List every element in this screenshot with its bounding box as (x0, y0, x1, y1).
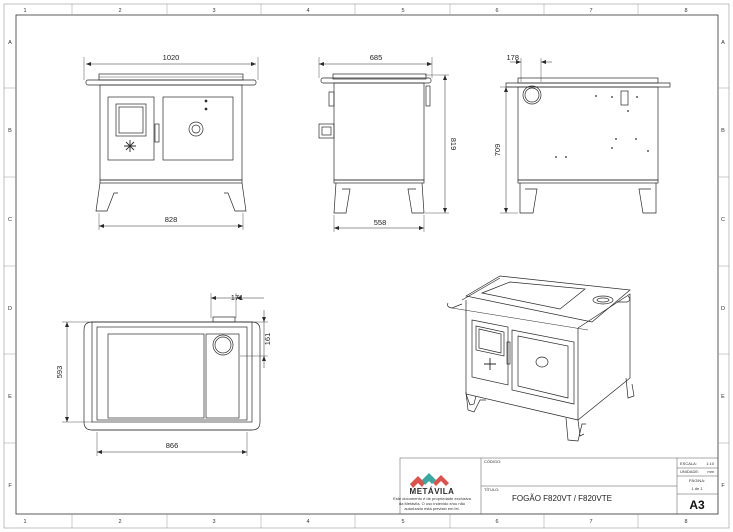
fixing-point (555, 156, 557, 158)
dim-top-width: 866 (166, 441, 179, 450)
col-label: 3 (212, 8, 215, 14)
fixing-point (647, 150, 649, 152)
drawing-title: FOGÃO F820VT / F820VTE (512, 494, 612, 503)
unidade-label: UNIDADE: (680, 469, 699, 474)
outer-frame (3, 3, 730, 529)
disclaimer-line: autorizado está previsto em lei. (404, 506, 459, 511)
codigo-label: CÓDIGO: (484, 459, 501, 464)
escala-label: ESCALA: (680, 461, 697, 466)
brand-name: METÁVILA (410, 487, 455, 496)
row-label: C (721, 217, 725, 223)
fixing-point (635, 138, 637, 140)
row-label: E (721, 394, 725, 400)
dim-top-offset: 171 (231, 293, 244, 302)
fixing-point (636, 96, 638, 98)
row-label: F (8, 483, 12, 489)
side-view (318, 57, 449, 232)
dim-top-hole: 161 (263, 333, 272, 346)
fixing-point (611, 96, 613, 98)
rear-view (500, 58, 671, 214)
fixing-point (627, 110, 629, 112)
col-label: 1 (23, 8, 26, 14)
row-label: B (8, 128, 12, 134)
dim-side-height: 819 (449, 138, 458, 151)
col-label: 3 (212, 519, 215, 525)
row-label: C (8, 217, 12, 223)
pagina-value: 1 de 1 (691, 486, 703, 491)
col-label: 7 (589, 8, 592, 14)
col-label: 4 (306, 8, 309, 14)
col-label: 2 (118, 519, 121, 525)
fixing-point (615, 138, 617, 140)
row-label: E (8, 394, 12, 400)
dim-top-depth: 593 (55, 366, 64, 379)
row-label: B (721, 128, 725, 134)
pagina-label: PÁGINA: (689, 478, 705, 483)
top-view (62, 293, 268, 456)
row-label: A (8, 40, 12, 46)
unidade-value: mm (707, 469, 714, 474)
row-labels-right: A B C D E F (721, 40, 725, 489)
col-label: 7 (589, 519, 592, 525)
row-label: D (721, 306, 725, 312)
rear-fixing-points (555, 95, 649, 158)
dim-rear-height: 709 (493, 144, 502, 157)
col-label: 8 (684, 8, 687, 14)
col-label: 4 (306, 519, 309, 525)
dim-front-base: 828 (165, 215, 178, 224)
column-labels-top: 1 2 3 4 5 6 7 8 (23, 8, 687, 14)
col-label: 1 (23, 519, 26, 525)
dim-front-width: 1020 (163, 53, 180, 62)
disclaimer-line: da Metávila. O uso indevido e/ou não (399, 501, 466, 506)
sheet-size: A3 (689, 498, 705, 512)
inner-frame (15, 14, 719, 515)
metavila-logo-icon (410, 473, 449, 488)
dim-side-base: 558 (374, 218, 387, 227)
row-label: D (8, 306, 12, 312)
col-label: 6 (495, 8, 498, 14)
column-labels-bottom: 1 2 3 4 5 6 7 8 (23, 519, 687, 525)
disclaimer-line: Este documento é de propriedade exclusiv… (393, 496, 472, 501)
fixing-point (565, 156, 567, 158)
col-label: 8 (684, 519, 687, 525)
frame-ticks (4, 4, 729, 528)
row-label: F (721, 483, 725, 489)
dim-side-width: 685 (370, 53, 383, 62)
dim-rear-offset: 178 (506, 53, 519, 62)
col-label: 5 (401, 519, 404, 525)
row-labels-left: A B C D E F (8, 40, 12, 489)
titulo-label: TÍTULO: (484, 487, 499, 492)
isometric-view (447, 275, 635, 442)
col-label: 5 (401, 8, 404, 14)
col-label: 6 (495, 519, 498, 525)
title-block (399, 457, 719, 515)
fixing-point (595, 95, 597, 97)
fixing-point (611, 147, 613, 149)
escala-value: 1:10 (706, 461, 715, 466)
row-label: A (721, 40, 725, 46)
col-label: 2 (118, 8, 121, 14)
front-view (83, 57, 259, 230)
